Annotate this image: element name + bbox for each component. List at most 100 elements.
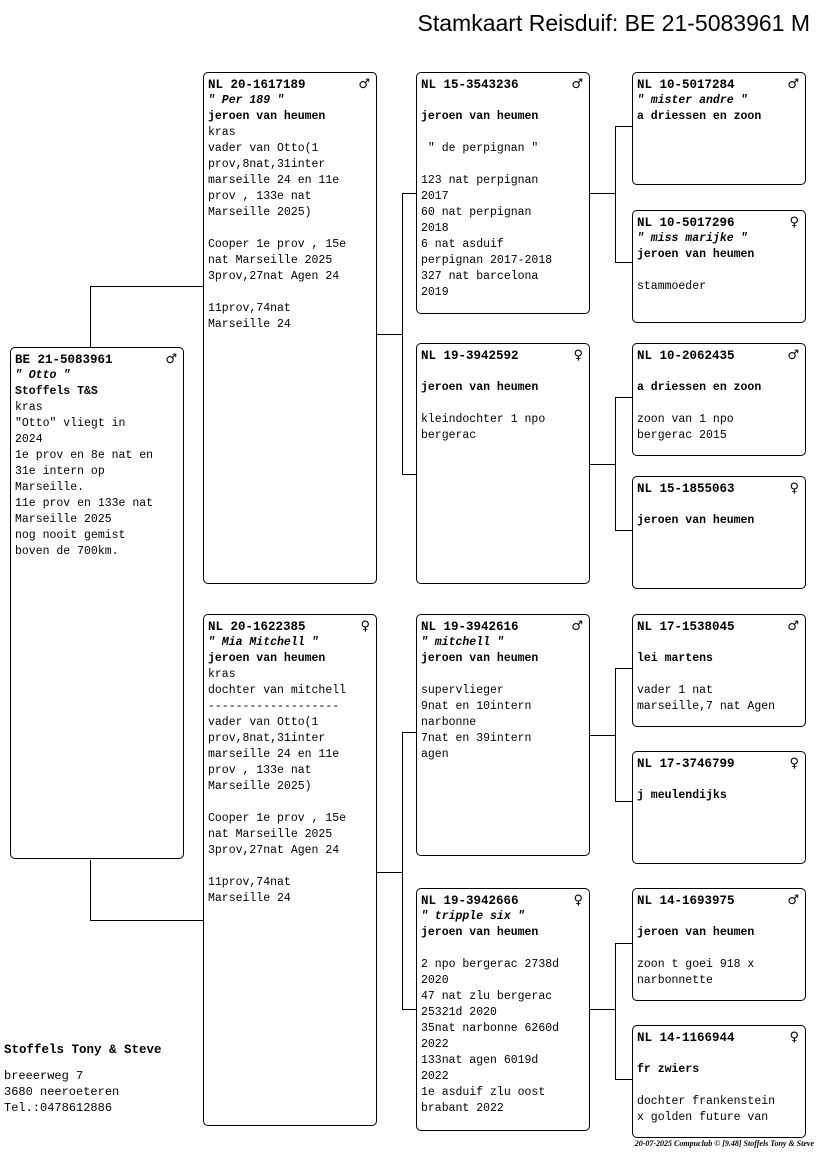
ring-number: NL 14-1166944 <box>637 1031 735 1045</box>
card-header: NL 15-3543236♂ <box>421 77 585 93</box>
info-line <box>637 396 801 412</box>
pigeon-name <box>637 635 801 651</box>
pigeon-name <box>637 909 801 925</box>
ring-number: NL 20-1622385 <box>208 620 306 634</box>
connector <box>615 801 632 802</box>
female-symbol-icon: ♀ <box>789 215 799 230</box>
page-title: Stamkaart Reisduif: BE 21-5083961 M <box>417 10 810 36</box>
info-line: nat Marseille 2025 <box>208 828 333 841</box>
card-header: NL 17-1538045♂ <box>637 619 801 635</box>
breeder-name: jeroen van heumen <box>208 110 326 123</box>
info-line: narbonnette <box>637 974 713 987</box>
info-line: Cooper 1e prov , 15e <box>208 238 347 251</box>
connector <box>615 1079 632 1080</box>
owner-block: Stoffels Tony & Steve breeerweg 7 3680 n… <box>4 1042 162 1116</box>
owner-name: Stoffels Tony & Steve <box>4 1043 162 1057</box>
connector <box>90 920 203 921</box>
info-line: 25321d 2020 <box>421 1006 497 1019</box>
pigeon-card-ggp-4: NL 15-1855063♀ jeroen van heumen <box>632 476 806 589</box>
info-line: Marseille 24 <box>208 318 291 331</box>
connector <box>402 193 403 475</box>
info-line <box>421 941 585 957</box>
owner-phone: Tel.:0478612886 <box>4 1101 113 1115</box>
info-line: boven de 700km. <box>15 545 119 558</box>
pigeon-card-dam-sire: NL 19-3942616♂" mitchell "jeroen van heu… <box>416 614 590 856</box>
pigeon-card-ggp-8: NL 14-1166944 ♀ fr zwiers dochter frankenst… <box>632 1025 806 1138</box>
info-line <box>421 125 585 141</box>
info-line <box>208 285 372 301</box>
breeder-name: fr zwiers <box>637 1063 700 1076</box>
card-header: NL 10-2062435♂ <box>637 348 801 364</box>
info-line: 1e asduif zlu oost <box>421 1086 546 1099</box>
info-line: stammoeder <box>637 280 707 293</box>
pigeon-name: " Otto " <box>15 369 71 382</box>
ring-number: NL 17-3746799 <box>637 757 735 771</box>
info-line: vader van Otto(1 <box>208 716 319 729</box>
card-header: BE 21-5083961 ♂ <box>15 352 179 368</box>
info-line <box>637 667 801 683</box>
pigeon-card-ggp-6: NL 17-3746799♀ j meulendijks <box>632 751 806 864</box>
connector <box>615 262 632 263</box>
info-line: narbonne <box>421 716 477 729</box>
connector <box>90 860 91 920</box>
info-line <box>421 396 585 412</box>
info-line: x golden future van <box>637 1111 769 1124</box>
ring-number: NL 17-1538045 <box>637 620 735 634</box>
breeder-name: jeroen van heumen <box>637 248 755 261</box>
card-header: NL 10-5017284♂ <box>637 77 801 93</box>
info-line: 60 nat perpignan <box>421 206 532 219</box>
pigeon-name <box>637 364 801 380</box>
breeder-name: jeroen van heumen <box>637 926 755 939</box>
pigeon-name: " miss marijke " <box>637 232 748 245</box>
info-line: nat Marseille 2025 <box>208 254 333 267</box>
pigeon-name <box>421 93 585 109</box>
card-header: NL 15-1855063♀ <box>637 481 801 497</box>
print-footer: 20-07-2025 Compuclub © [9.48] Stoffels T… <box>634 1139 814 1148</box>
info-line: 35nat narbonne 6260d <box>421 1022 560 1035</box>
connector <box>402 1009 416 1010</box>
breeder-name: Stoffels T&S <box>15 385 98 398</box>
info-line: dochter frankenstein <box>637 1095 776 1108</box>
info-line: vader van Otto(1 <box>208 142 319 155</box>
info-line: " de perpignan " <box>421 142 539 155</box>
breeder-name: j meulendijks <box>637 789 727 802</box>
info-line <box>421 157 585 173</box>
info-line: 2019 <box>421 286 449 299</box>
ring-number: NL 20-1617189 <box>208 78 306 92</box>
card-header: NL 10-5017296♀ <box>637 215 801 231</box>
info-line: 1e prov en 8e nat en <box>15 449 154 462</box>
pigeon-name <box>421 364 585 380</box>
info-line <box>208 795 372 811</box>
info-line: 11prov,74nat <box>208 302 291 315</box>
card-header: NL 19-3942592♀ <box>421 348 585 364</box>
female-symbol-icon: ♀ <box>573 893 583 908</box>
female-symbol-icon: ♀ <box>789 481 799 496</box>
ring-number: NL 19-3942592 <box>421 349 519 363</box>
info-line: 2020 <box>421 974 449 987</box>
connector <box>589 464 615 465</box>
info-line: perpignan 2017-2018 <box>421 254 553 267</box>
connector <box>90 286 203 287</box>
male-symbol-icon: ♂ <box>165 352 177 367</box>
card-header: NL 20-1622385♀ <box>208 619 372 635</box>
breeder-name: jeroen van heumen <box>208 652 326 665</box>
pigeon-card-sire-sire: NL 15-3543236♂jeroen van heumen " de per… <box>416 72 590 314</box>
pigeon-name: " Mia Mitchell " <box>208 636 319 649</box>
pigeon-name <box>637 772 801 788</box>
info-line: Marseille 2025 <box>15 513 112 526</box>
card-header: NL 20-1617189♂ <box>208 77 372 93</box>
ring-number: NL 10-5017284 <box>637 78 735 92</box>
info-line: 2022 <box>421 1038 449 1051</box>
ring-number: BE 21-5083961 <box>15 353 113 367</box>
breeder-name: jeroen van heumen <box>637 514 755 527</box>
breeder-name: a driessen en zoon <box>637 110 762 123</box>
info-line: 2022 <box>421 1070 449 1083</box>
female-symbol-icon: ♀ <box>789 1030 799 1045</box>
connector <box>402 732 403 1010</box>
card-header: NL 17-3746799♀ <box>637 756 801 772</box>
connector <box>615 126 632 127</box>
pigeon-name: " mister andre " <box>637 94 748 107</box>
